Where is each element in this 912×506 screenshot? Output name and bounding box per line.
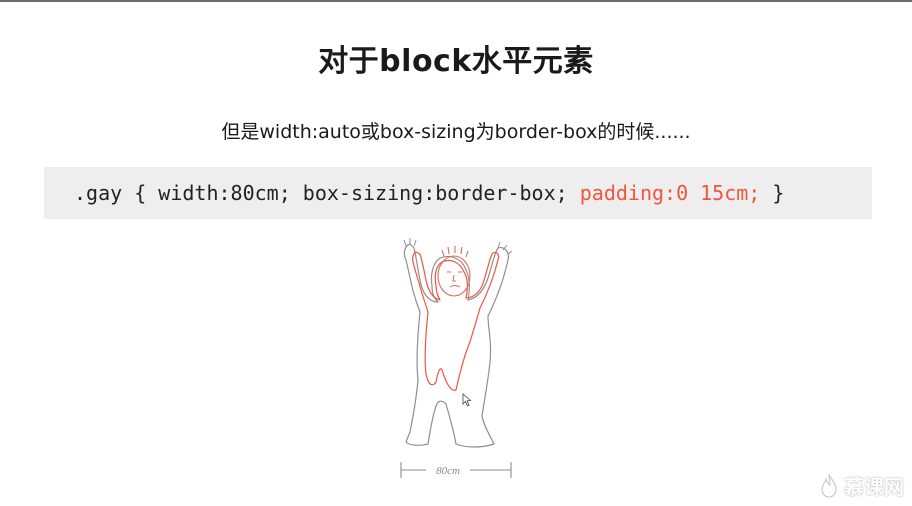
code-block: .gay { width:80cm; box-sizing:border-box… xyxy=(44,167,872,219)
watermark: 慕课网 xyxy=(818,471,904,500)
watermark-text: 慕课网 xyxy=(844,475,904,499)
figure-right-hand xyxy=(497,241,513,255)
measure-label: 80cm xyxy=(436,465,460,477)
code-text-highlight: padding:0 15cm; xyxy=(579,181,761,205)
top-rule xyxy=(0,0,912,2)
figure-outer-outline xyxy=(403,243,509,448)
code-text-prefix: .gay { width:80cm; box-sizing:border-box… xyxy=(74,181,580,205)
stick-figure-illustration: 80cm xyxy=(400,238,513,478)
slide-title: 对于block水平元素 xyxy=(318,44,594,79)
measure-line xyxy=(400,462,512,478)
figure-left-hand xyxy=(403,238,417,247)
figure-inner-outline xyxy=(412,251,500,391)
mouse-cursor xyxy=(462,393,472,407)
figure-mouth xyxy=(449,285,461,288)
figure-nose xyxy=(452,274,456,282)
figure-head xyxy=(437,255,471,297)
code-text-suffix: } xyxy=(760,181,785,205)
figure-hair xyxy=(441,246,469,258)
flame-logo-icon xyxy=(821,472,837,498)
slide-subtitle: 但是width:auto或box-sizing为border-box的时候...… xyxy=(221,121,691,143)
